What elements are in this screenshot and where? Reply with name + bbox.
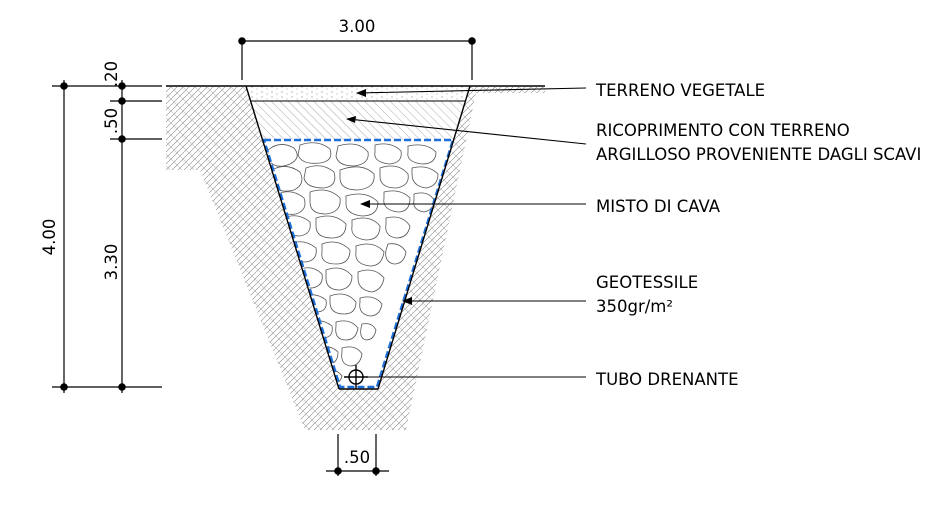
layer-cover-value: .50 bbox=[102, 108, 121, 134]
top-width-dimension bbox=[238, 37, 476, 80]
geotextile-outline bbox=[262, 138, 455, 389]
layer-depth-dimensions bbox=[110, 80, 162, 393]
trench-outline bbox=[166, 85, 545, 390]
label-topsoil: TERRENO VEGETALE bbox=[595, 81, 765, 100]
layer-gravel-value: 3.30 bbox=[102, 244, 121, 281]
label-cover-line1: RICOPRIMENTO CON TERRENO bbox=[596, 121, 850, 140]
label-geotextile-line2: 350gr/m² bbox=[596, 297, 673, 316]
total-depth-dimension bbox=[52, 80, 162, 393]
layer-topsoil-value: .20 bbox=[102, 61, 121, 87]
label-cover-line2: ARGILLOSO PROVENIENTE DAGLI SCAVI bbox=[596, 145, 921, 164]
natural-ground-hatch bbox=[166, 87, 545, 430]
bottom-width-value: .50 bbox=[344, 448, 370, 467]
bottom-width-dimension bbox=[326, 434, 389, 476]
label-geotextile-line1: GEOTESSILE bbox=[596, 273, 698, 292]
leader-arrowheads bbox=[346, 89, 412, 305]
label-gravel: MISTO DI CAVA bbox=[596, 197, 721, 216]
label-drain-pipe: TUBO DRENANTE bbox=[595, 370, 739, 389]
total-depth-value: 4.00 bbox=[40, 219, 59, 256]
leader-lines bbox=[347, 87, 587, 378]
top-width-value: 3.00 bbox=[339, 17, 376, 36]
